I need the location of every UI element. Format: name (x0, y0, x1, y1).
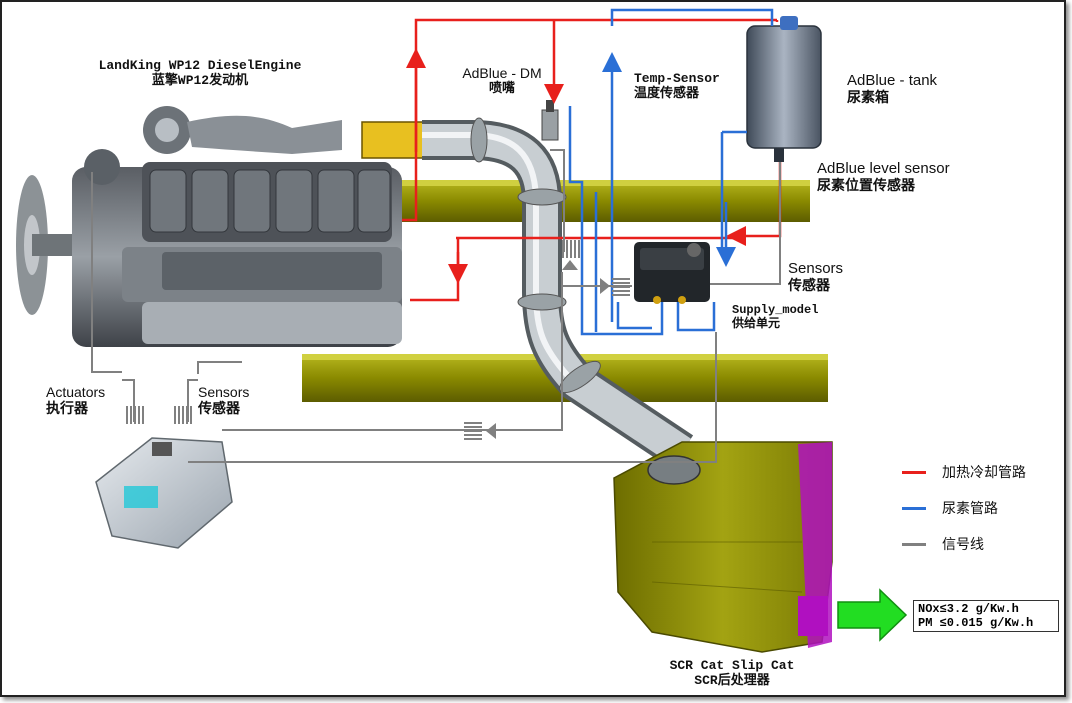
legend-item-heating: 加热冷却管路 (902, 454, 1026, 490)
level-sensor-label-en: AdBlue level sensor (817, 160, 950, 177)
temp-sensor-label: Temp-Sensor 温度传感器 (634, 71, 720, 102)
legend-item-urea: 尿素管路 (902, 490, 1026, 526)
actuators-label-en: Actuators (46, 384, 106, 400)
actuators-label-zh: 执行器 (46, 400, 88, 417)
emissions-pm: PM ≤0.015 g/Kw.h (918, 616, 1034, 630)
actuators-label: Actuators 执行器 (46, 384, 105, 416)
temp-sensor-label-en: Temp-Sensor (634, 71, 720, 86)
dosing-module-label: AdBlue - DM 喷嘴 (442, 65, 562, 96)
output-arrow (837, 588, 908, 642)
signal-lines (91, 149, 781, 463)
upper-frame-rail (392, 180, 810, 222)
sensors-right-label: Sensors 传感器 (788, 260, 843, 293)
ecu-controller (95, 437, 233, 549)
adblue-tank-label-zh: 尿素箱 (847, 89, 889, 106)
engine-fan (16, 175, 82, 315)
dosing-module-label-en: AdBlue - DM (462, 65, 542, 81)
level-sensor-label: AdBlue level sensor 尿素位置传感器 (817, 160, 950, 193)
supply-module-label: Supply_model 供给单元 (732, 303, 819, 332)
exhaust-outlet (361, 121, 425, 159)
sensors-left-label-en: Sensors (198, 384, 250, 400)
scr-label: SCR Cat Slip Cat SCR后处理器 (642, 658, 822, 689)
scr-label-en: SCR Cat Slip Cat (669, 658, 795, 673)
legend-label: 加热冷却管路 (942, 465, 1026, 481)
scr-catalyst (613, 441, 833, 653)
adblue-tank-label: AdBlue - tank 尿素箱 (847, 72, 937, 105)
emissions-box: NOx≤3.2 g/Kw.h PM ≤0.015 g/Kw.h (913, 600, 1059, 632)
adblue-tank (746, 16, 822, 162)
adblue-tank-label-en: AdBlue - tank (847, 72, 938, 89)
signal-connectors (126, 240, 630, 440)
legend: 加热冷却管路 尿素管路 信号线 (902, 454, 1026, 562)
dosing-module (541, 100, 559, 141)
engine-label: LandKing WP12 DieselEngine 蓝擎WP12发动机 (80, 58, 320, 89)
emissions-nox: NOx≤3.2 g/Kw.h (918, 602, 1019, 616)
sensors-left-label-zh: 传感器 (198, 400, 240, 417)
dosing-module-label-zh: 喷嘴 (488, 80, 515, 96)
legend-label: 尿素管路 (942, 501, 998, 517)
sensors-right-label-zh: 传感器 (788, 277, 830, 294)
legend-swatch-blue (902, 506, 926, 510)
legend-item-signal: 信号线 (902, 526, 1026, 562)
supply-module-label-zh: 供给单元 (732, 316, 781, 331)
exhaust-pipe (422, 117, 694, 469)
sensors-right-label-en: Sensors (788, 260, 844, 277)
scr-label-zh: SCR后处理器 (694, 672, 770, 688)
legend-swatch-red (902, 470, 926, 474)
engine-label-en: LandKing WP12 DieselEngine (98, 58, 302, 73)
engine-label-zh: 蓝擎WP12发动机 (151, 72, 249, 88)
sensors-left-label: Sensors 传感器 (198, 384, 249, 416)
legend-swatch-grey (902, 542, 926, 546)
legend-label: 信号线 (942, 537, 984, 553)
supply-module-label-en: Supply_model (732, 303, 819, 317)
level-sensor-label-zh: 尿素位置传感器 (817, 177, 915, 194)
diesel-engine (72, 106, 402, 347)
supply-module (634, 242, 710, 304)
temp-sensor-label-zh: 温度传感器 (634, 85, 700, 101)
